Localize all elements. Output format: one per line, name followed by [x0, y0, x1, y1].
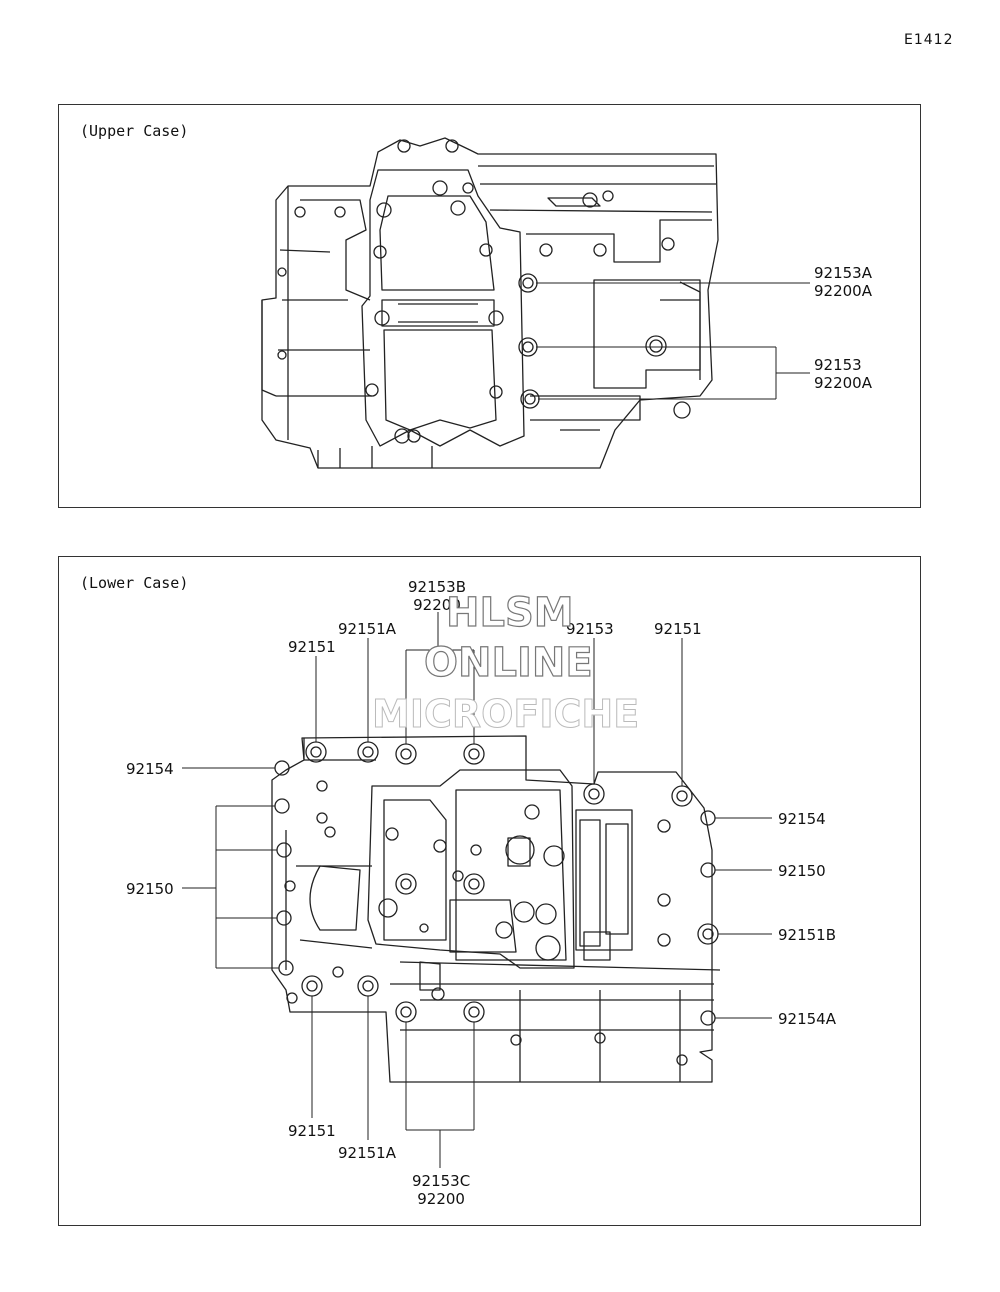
lower-case-title: (Lower Case) — [80, 574, 189, 592]
callout-92151a-bottom: 92151A — [338, 1144, 396, 1162]
upper-case-title: (Upper Case) — [80, 122, 189, 140]
callout-92153a-line1: 92153A — [814, 264, 872, 282]
callout-92153-top: 92153 — [566, 620, 614, 638]
callout-92153c-line1: 92153C — [412, 1172, 471, 1190]
upper-crankcase-drawing — [261, 137, 719, 469]
callout-92150-left: 92150 — [126, 880, 174, 898]
callout-92153a: 92153A 92200A — [814, 264, 872, 300]
lower-leader-lines — [182, 612, 772, 1168]
callout-92151-topright: 92151 — [654, 620, 702, 638]
callout-92154-left: 92154 — [126, 760, 174, 778]
callout-92153-upper-line2: 92200A — [814, 374, 872, 392]
callout-92153b-line1: 92153B — [408, 578, 467, 596]
lower-case-panel — [58, 556, 921, 1226]
callout-92153b: 92153B 92200 — [408, 578, 466, 614]
callout-92153-upper: 92153 92200A — [814, 356, 872, 392]
callout-92154-right: 92154 — [778, 810, 826, 828]
watermark-line1: HLSM — [445, 589, 574, 636]
watermark-line3: MICROFICHE — [371, 692, 640, 737]
callout-92154a: 92154A — [778, 1010, 836, 1028]
callout-92153c-line2: 92200 — [417, 1190, 465, 1208]
lower-bolts — [274, 741, 719, 1026]
callout-92151a-top: 92151A — [338, 620, 396, 638]
callout-92151b: 92151B — [778, 926, 837, 944]
callout-92153b-line2: 92200 — [413, 596, 461, 614]
callout-92153-upper-line1: 92153 — [814, 356, 862, 374]
callout-92151-bottom: 92151 — [288, 1122, 336, 1140]
callout-92153a-line2: 92200A — [814, 282, 872, 300]
diagram-code: E1412 — [904, 32, 954, 48]
watermark-line2: ONLINE — [423, 639, 593, 686]
callout-92150-right: 92150 — [778, 862, 826, 880]
upper-leader-lines — [536, 282, 810, 400]
callout-92151-topleft: 92151 — [288, 638, 336, 656]
callout-92153c: 92153C 92200 — [412, 1172, 470, 1208]
lower-crankcase-drawing — [271, 735, 721, 1083]
